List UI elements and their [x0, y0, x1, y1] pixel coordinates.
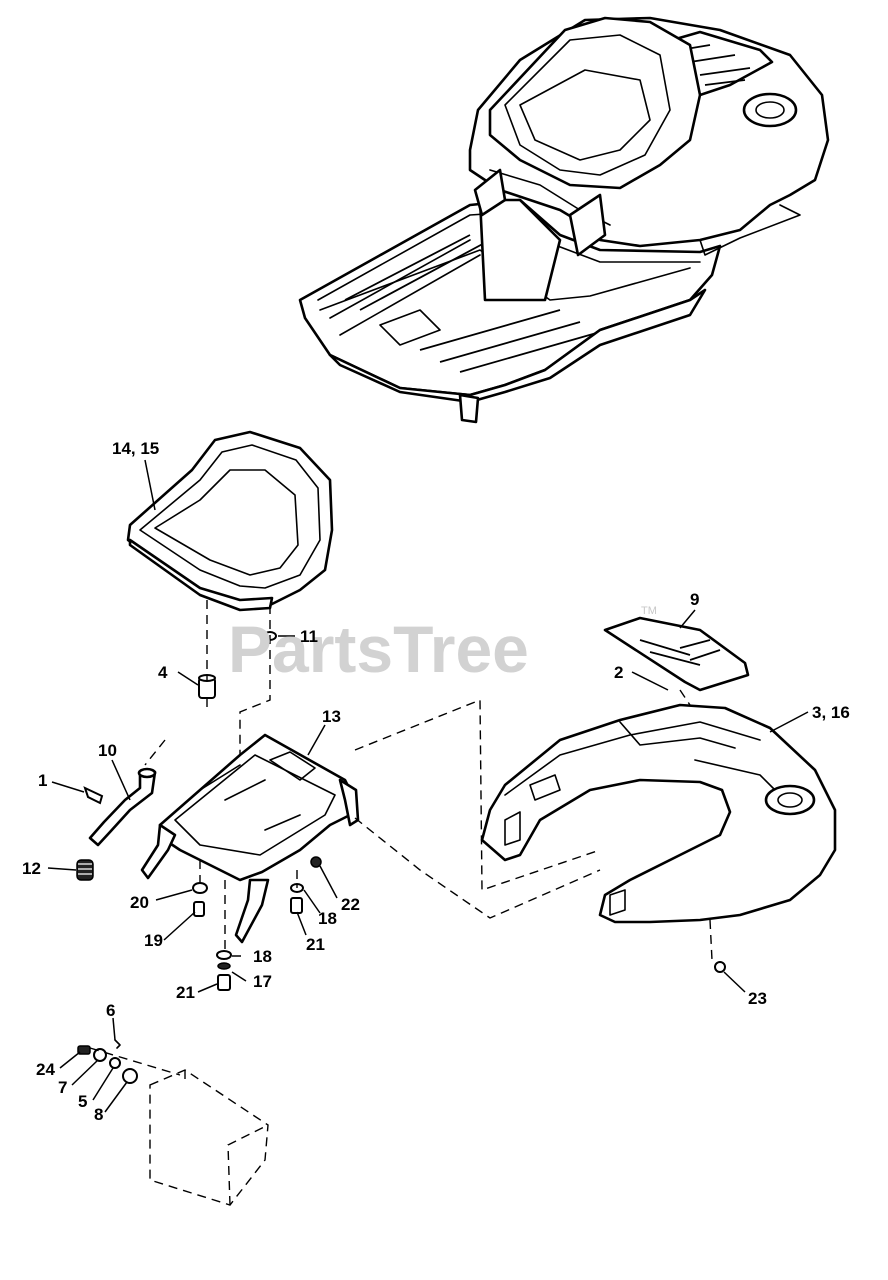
callout-6: 6: [106, 1001, 115, 1020]
callouts: 14, 15 11 4 13 10 1 12 20 19 22 18 21 18…: [22, 439, 850, 1124]
callout-17: 17: [253, 972, 272, 991]
callout-21-right: 21: [306, 935, 325, 954]
seat-pan: [140, 733, 360, 944]
callout-18-right: 18: [318, 909, 337, 928]
tractor-body-assembly: [298, 16, 830, 424]
callout-24: 24: [36, 1060, 55, 1079]
callout-3-16: 3, 16: [812, 703, 850, 722]
callout-18-lower: 18: [253, 947, 272, 966]
leader-lines: [47, 459, 809, 1113]
fender-shell: [480, 703, 837, 924]
callout-4: 4: [158, 663, 168, 682]
callout-12: 12: [22, 859, 41, 878]
dash-panel: [603, 616, 750, 692]
callout-21-lower: 21: [176, 983, 195, 1002]
callout-1: 1: [38, 771, 47, 790]
callout-19: 19: [144, 931, 163, 950]
callout-20: 20: [130, 893, 149, 912]
callout-14-15: 14, 15: [112, 439, 159, 458]
callout-5: 5: [78, 1092, 87, 1111]
seat: [126, 430, 334, 612]
callout-23: 23: [748, 989, 767, 1008]
spring: [76, 859, 94, 881]
watermark-trademark: TM: [641, 605, 657, 617]
callout-22: 22: [341, 895, 360, 914]
watermark: PartsTree TM: [228, 605, 657, 686]
callout-11: 11: [300, 627, 318, 646]
seat-lever: [88, 767, 157, 847]
callout-8: 8: [94, 1105, 103, 1124]
callout-9: 9: [690, 590, 699, 609]
callout-7: 7: [58, 1078, 67, 1097]
cover-plate: [149, 1069, 269, 1206]
assembly-lines: [89, 600, 713, 1076]
callout-10: 10: [98, 741, 117, 760]
callout-2: 2: [614, 663, 623, 682]
callout-13: 13: [322, 707, 341, 726]
hardware: [77, 631, 726, 1084]
watermark-text: PartsTree: [228, 612, 529, 686]
